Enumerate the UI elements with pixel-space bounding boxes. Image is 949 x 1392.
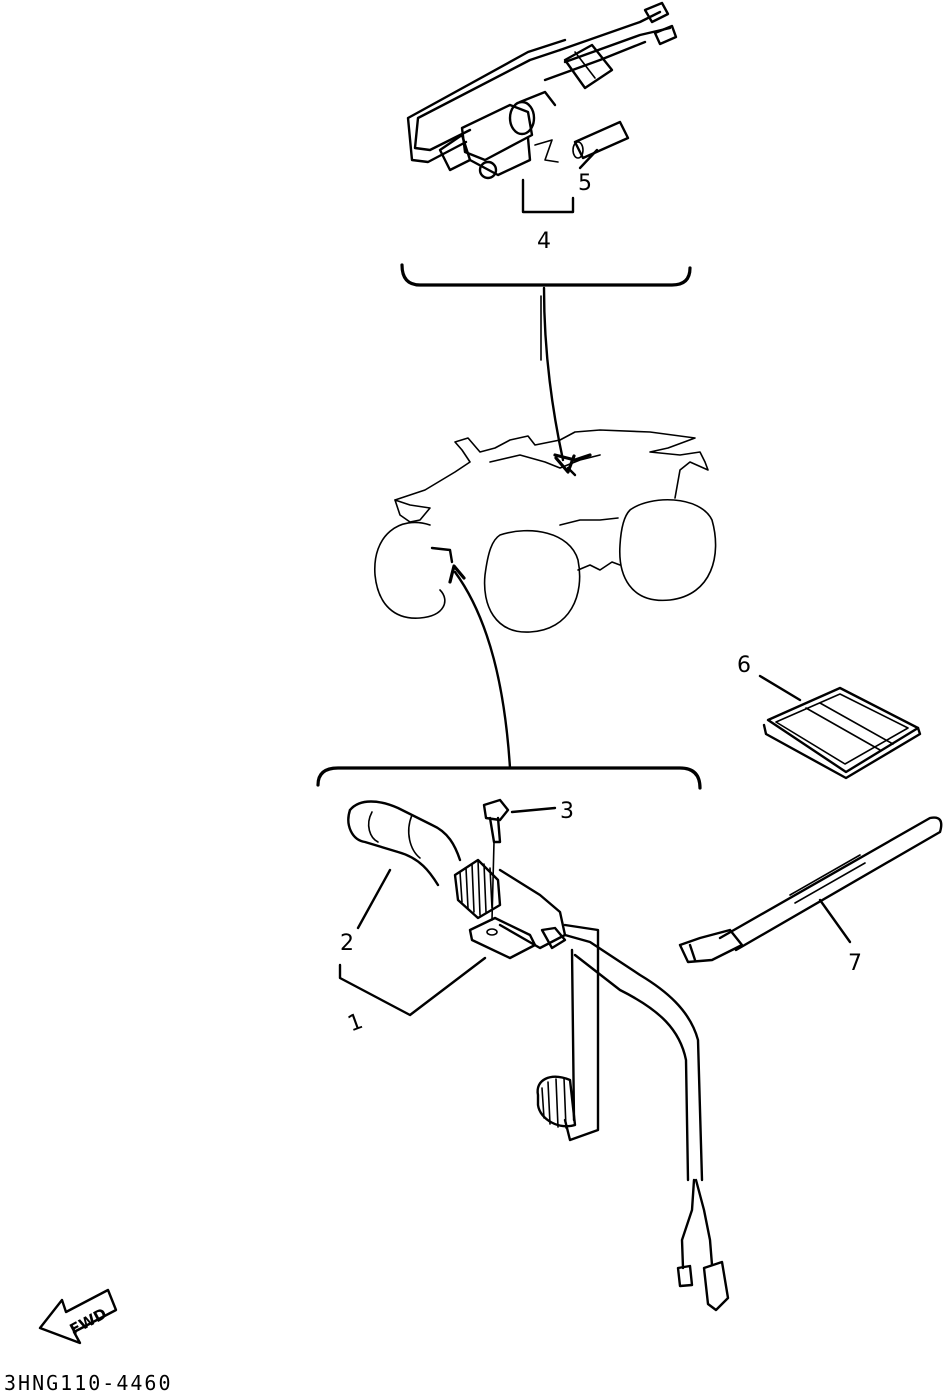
callout-4: 4 [537, 229, 551, 254]
relay-assembly [406, 1, 678, 180]
callout-1: 1 [345, 1009, 367, 1037]
bottom-bracket [316, 766, 702, 790]
leader-7 [818, 898, 852, 944]
leader-4 [521, 178, 575, 214]
callout-3: 3 [560, 799, 574, 824]
document-number: 3HNG110-4460 [4, 1371, 173, 1392]
top-bracket [400, 263, 692, 287]
callout-5: 5 [578, 171, 592, 196]
leader-5 [578, 148, 599, 170]
callout-2: 2 [340, 931, 354, 956]
pointer-arrow-bottom [453, 570, 512, 770]
pad-part [762, 686, 922, 780]
fwd-arrow-icon: FWD [38, 1288, 118, 1345]
leader-6 [758, 674, 802, 702]
leader-1 [338, 956, 487, 1017]
switch-assembly [347, 798, 730, 1312]
pointer-arrow-top [542, 286, 565, 462]
leader-3 [510, 806, 557, 814]
leader-2 [356, 868, 392, 930]
atv-outline [374, 429, 717, 633]
callout-7: 7 [848, 951, 862, 976]
callout-6: 6 [737, 653, 751, 678]
cable-tie-part [678, 816, 943, 964]
